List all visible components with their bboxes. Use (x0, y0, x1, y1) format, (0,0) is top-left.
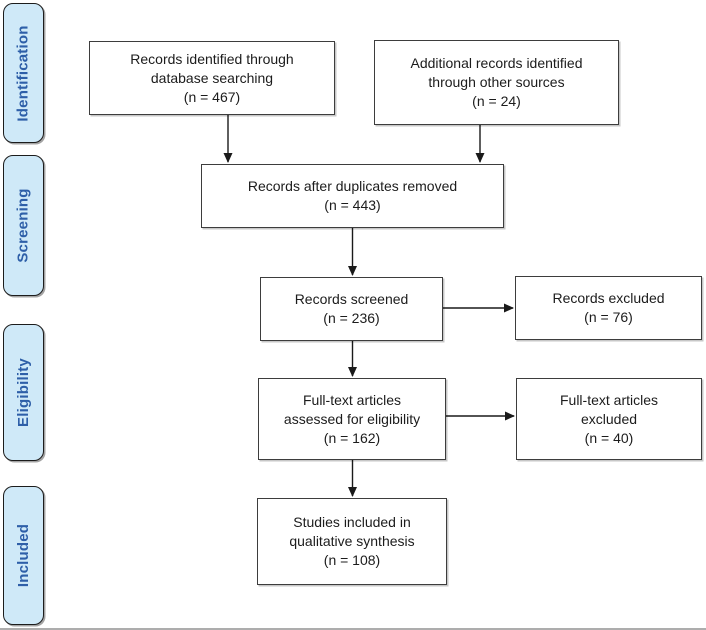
stage-included: Included (3, 486, 44, 625)
box-line: qualitative synthesis (289, 533, 415, 549)
box-count: (n = 162) (323, 429, 381, 446)
stage-identification-label: Identification (15, 24, 33, 122)
box-line: Records after duplicates removed (247, 178, 458, 194)
box-records-screened: Records screened (n = 236) (260, 277, 443, 341)
box-count: (n = 443) (324, 197, 381, 213)
box-line: Records screened (294, 291, 409, 307)
box-line: Studies included in (293, 514, 411, 530)
box-fulltext-assessed: Full-text articles assessed for eligibil… (258, 378, 446, 460)
box-line: Records identified through (130, 50, 294, 67)
box-line: Full-text articles (302, 391, 402, 408)
box-records-identified: Records identified through database sear… (89, 41, 335, 115)
stage-screening: Screening (3, 155, 44, 296)
box-count: (n = 108) (323, 552, 381, 568)
box-line: Records excluded (552, 290, 665, 306)
stage-screening-label: Screening (15, 188, 33, 263)
box-line: excluded (580, 410, 638, 427)
box-count: (n = 236) (323, 310, 380, 326)
stage-included-label: Included (15, 523, 32, 588)
box-line: Full-text articles (559, 391, 659, 408)
stage-identification: Identification (3, 3, 44, 143)
box-count: (n = 76) (584, 309, 633, 325)
box-count: (n = 467) (183, 88, 241, 105)
box-count: (n = 40) (584, 429, 634, 446)
box-count: (n = 24) (472, 93, 521, 109)
box-additional-records: Additional records identified through ot… (374, 40, 619, 125)
box-line: Additional records identified (410, 55, 583, 71)
stage-eligibility: Eligibility (3, 324, 44, 461)
box-duplicates-removed: Records after duplicates removed (n = 44… (201, 164, 504, 228)
box-records-excluded: Records excluded (n = 76) (515, 276, 702, 340)
box-line: database searching (150, 69, 274, 86)
stage-eligibility-label: Eligibility (15, 358, 32, 427)
box-line: assessed for eligibility (283, 410, 421, 427)
box-line: through other sources (428, 74, 565, 90)
box-studies-included: Studies included in qualitative synthesi… (257, 498, 447, 585)
bottom-border-line (0, 628, 706, 630)
box-fulltext-excluded: Full-text articles excluded (n = 40) (516, 378, 702, 460)
